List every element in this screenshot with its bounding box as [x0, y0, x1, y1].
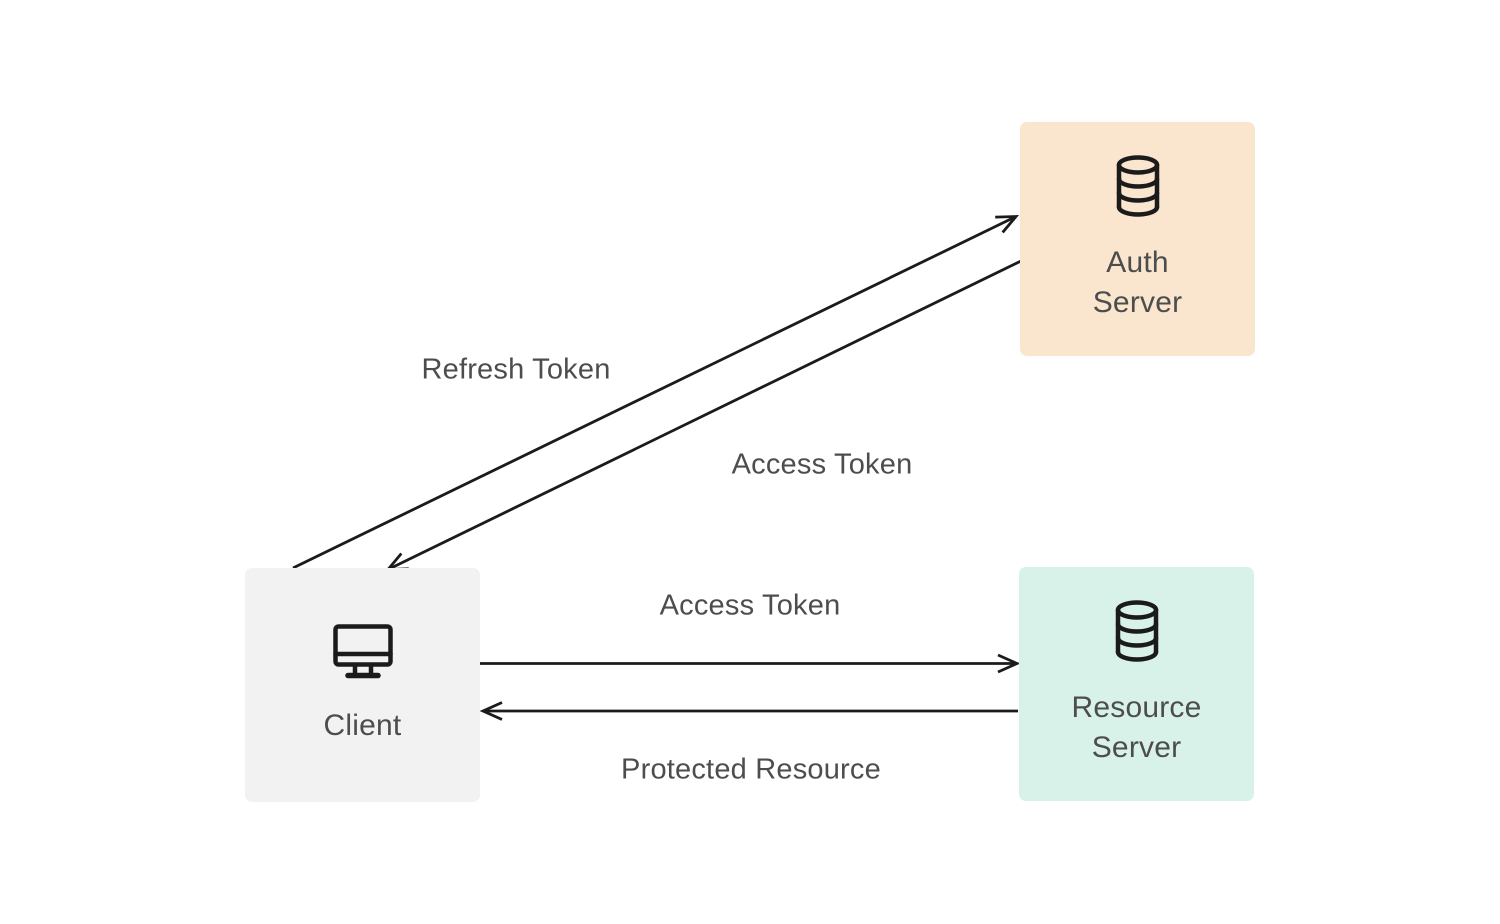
- node-label-line: Client: [323, 709, 402, 742]
- arrow-access-token-to-client: [384, 259, 1022, 572]
- edge-label-protected-resource: Protected Resource: [621, 753, 881, 786]
- node-client: Client: [245, 568, 480, 802]
- node-label-line: Server: [1091, 731, 1182, 764]
- node-auth-server: Auth Server: [1020, 122, 1255, 356]
- arrow-refresh-token: [292, 215, 1020, 570]
- monitor-icon: [332, 624, 393, 679]
- edge-label-access-token-to-client: Access Token: [731, 448, 913, 481]
- node-label-line: Resource: [1071, 691, 1202, 724]
- node-label-line: Server: [1092, 286, 1183, 319]
- node-label-auth-server: Auth Server: [1093, 243, 1183, 323]
- node-label-line: Auth: [1106, 246, 1169, 279]
- edge-label-refresh-token: Refresh Token: [421, 353, 611, 386]
- node-resource-server: Resource Server: [1019, 567, 1254, 801]
- database-icon: [1116, 155, 1159, 217]
- node-label-client: Client: [324, 706, 402, 746]
- node-label-resource-server: Resource Server: [1072, 688, 1202, 768]
- database-icon: [1115, 600, 1158, 662]
- edge-label-access-token-to-resource: Access Token: [659, 589, 841, 622]
